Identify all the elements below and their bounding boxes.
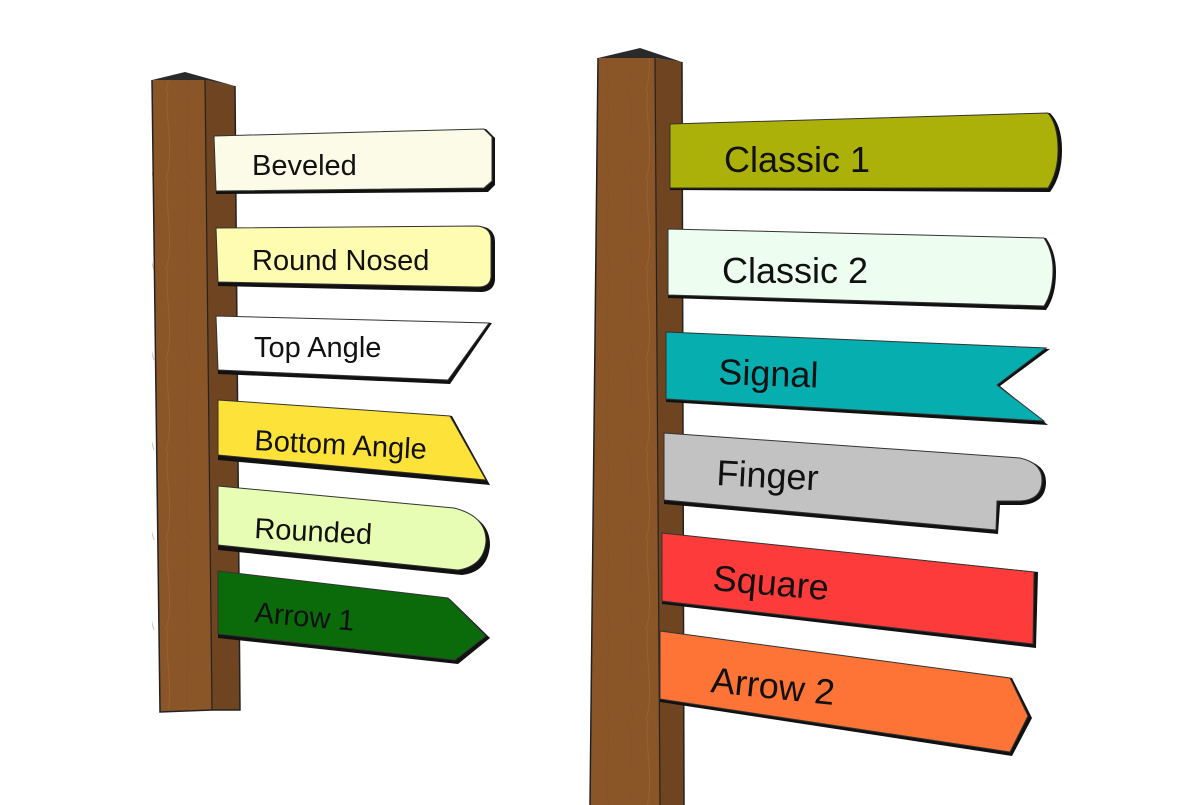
sign-classic-2-board: [667, 228, 1054, 307]
sign-signal: Signal: [665, 331, 1050, 425]
sign-beveled-label: Beveled: [252, 150, 357, 182]
left-post-top: [152, 72, 235, 86]
sign-arrow-1-board: [217, 570, 487, 661]
sign-beveled-board: [213, 128, 493, 192]
sign-classic-2: Classic 2: [667, 228, 1056, 310]
sign-arrow-2: Arrow 2: [659, 630, 1032, 756]
sign-classic-1-label: Classic 1: [724, 139, 870, 180]
sign-round-nosed: Round Nosed: [215, 225, 495, 292]
sign-arrow-1: Arrow 1: [217, 570, 490, 664]
sign-top-angle-board: [215, 315, 490, 381]
sign-square: Square: [661, 532, 1038, 648]
right-post: [589, 48, 685, 805]
sign-top-angle-label: Top Angle: [254, 332, 381, 364]
sign-beveled: Beveled: [213, 128, 495, 194]
sign-rounded: Rounded: [217, 485, 490, 575]
sign-square-board: [661, 532, 1035, 645]
sign-signal-board: [665, 331, 1048, 422]
sign-rounded-label: Rounded: [254, 513, 373, 551]
sign-classic-1-board: [669, 112, 1059, 189]
sign-round-nosed-board: [215, 225, 492, 288]
sign-top-angle: Top Angle: [215, 315, 492, 384]
sign-bottom-angle-board: [217, 399, 487, 481]
sign-arrow-2-board: [659, 630, 1029, 753]
sign-classic-2-label: Classic 2: [722, 250, 868, 291]
right-post-top: [598, 48, 682, 62]
sign-signal-label: Signal: [718, 351, 819, 395]
sign-finger: Finger: [663, 432, 1046, 534]
sign-bottom-angle: Bottom Angle: [217, 399, 490, 485]
left-post: [151, 72, 241, 713]
sign-finger-label: Finger: [716, 452, 820, 498]
sign-rounded-board: [217, 485, 487, 571]
sign-round-nosed-label: Round Nosed: [252, 245, 429, 277]
sign-classic-1: Classic 1: [669, 112, 1062, 192]
sign-square-label: Square: [711, 557, 830, 608]
sign-finger-board: [663, 432, 1043, 531]
